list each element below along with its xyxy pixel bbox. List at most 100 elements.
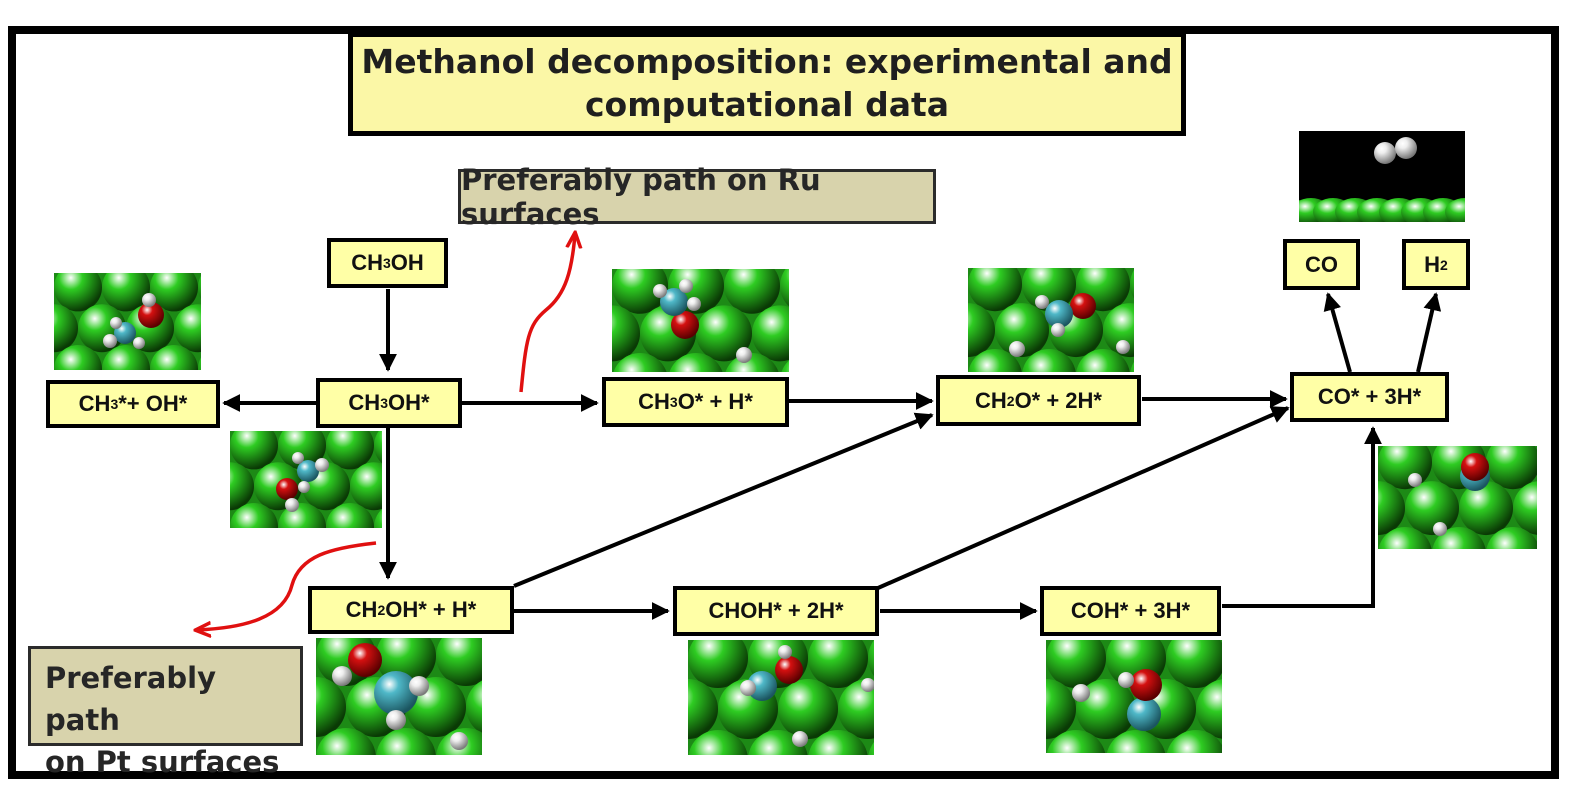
surface-atom bbox=[230, 503, 278, 528]
carbon-atom bbox=[660, 288, 688, 316]
surface-atom bbox=[688, 640, 748, 688]
surface-atom bbox=[1130, 270, 1134, 299]
snapshot-coh-3h bbox=[1046, 640, 1222, 753]
snapshot-ch3o-h bbox=[612, 269, 789, 372]
arrow-ch2oh-to-ch2o bbox=[513, 412, 934, 588]
hydrogen-atom bbox=[1051, 323, 1065, 337]
hydrogen-atom bbox=[687, 297, 701, 311]
oxygen-atom bbox=[775, 656, 803, 684]
surface-atom bbox=[150, 345, 198, 370]
oxygen-atom bbox=[1070, 293, 1096, 319]
pt-note-line-2: on Pt surfaces bbox=[45, 745, 280, 779]
surface-atom bbox=[374, 509, 382, 528]
surface-atom bbox=[1378, 527, 1432, 549]
oxygen-atom bbox=[671, 311, 699, 339]
surface-atom bbox=[868, 742, 874, 755]
surface-atom bbox=[613, 353, 667, 372]
surface-atom bbox=[1130, 361, 1134, 372]
oxygen-atom bbox=[276, 478, 298, 500]
carbon-atom bbox=[1045, 300, 1073, 328]
oxygen-atom bbox=[138, 302, 164, 328]
arrow-co-to-co-gas bbox=[1323, 292, 1352, 373]
oxygen-atom bbox=[1130, 669, 1162, 701]
hydrogen-atom bbox=[315, 458, 329, 472]
hydrogen-atom bbox=[1395, 137, 1417, 159]
surface-atom bbox=[696, 305, 752, 362]
arrow-co-to-h2-gas bbox=[1416, 292, 1442, 373]
surface-atom bbox=[1046, 730, 1106, 753]
surface-atom bbox=[1046, 679, 1076, 739]
surface-atom bbox=[150, 273, 198, 312]
oxygen-atom bbox=[348, 643, 382, 677]
surface-atom bbox=[688, 679, 718, 739]
species-co-3h: CO* + 3H* bbox=[1290, 372, 1449, 422]
pt-note-line-1: Preferably path bbox=[45, 661, 216, 737]
hydrogen-atom bbox=[1118, 672, 1134, 688]
carbon-atom bbox=[297, 460, 319, 482]
surface-atom bbox=[968, 303, 995, 358]
ru-path-note: Preferably path on Ru surfaces bbox=[458, 163, 936, 231]
species-choh-2h: CHOH* + 2H* bbox=[673, 586, 879, 636]
arrow-choh-to-co bbox=[877, 406, 1290, 590]
hydrogen-atom bbox=[1116, 340, 1130, 354]
hydrogen-atom bbox=[332, 666, 352, 686]
surface-atom bbox=[1486, 446, 1537, 490]
surface-atom bbox=[326, 503, 374, 528]
hydrogen-atom bbox=[142, 293, 156, 307]
hydrogen-atom bbox=[110, 317, 122, 329]
surface-atom bbox=[1106, 730, 1166, 753]
surface-atom bbox=[376, 728, 436, 755]
surface-atom bbox=[54, 304, 78, 353]
species-co-gas: CO bbox=[1283, 239, 1360, 290]
surface-atom bbox=[968, 268, 1022, 312]
surface-atom bbox=[1486, 527, 1537, 549]
surface-atom bbox=[1405, 481, 1459, 536]
surface-atom bbox=[968, 349, 1022, 372]
surface-atom bbox=[808, 640, 868, 688]
hydrogen-atom bbox=[679, 279, 693, 293]
surface-atom bbox=[1166, 730, 1222, 753]
surface-atom bbox=[724, 269, 780, 314]
surface-atom bbox=[350, 462, 382, 511]
surface-atom bbox=[230, 462, 254, 511]
surface-atom bbox=[781, 360, 789, 372]
surface-atom bbox=[102, 345, 150, 370]
surface-atom bbox=[1445, 198, 1465, 222]
arrow-coh-to-co bbox=[1222, 426, 1382, 608]
hydrogen-atom bbox=[778, 645, 792, 659]
surface-atom bbox=[995, 303, 1049, 358]
hydrogen-atom bbox=[740, 680, 756, 696]
surface-atom bbox=[1513, 481, 1537, 535]
surface-atom bbox=[230, 431, 278, 470]
surface-atom bbox=[1046, 640, 1106, 688]
hydrogen-atom bbox=[292, 452, 304, 464]
hydrogen-atom bbox=[653, 284, 667, 298]
surface-atom bbox=[752, 305, 789, 362]
surface-atom bbox=[688, 730, 748, 755]
hydrogen-atom bbox=[1408, 473, 1422, 487]
hydrogen-atom bbox=[1374, 142, 1396, 164]
surface-atom bbox=[1076, 679, 1136, 739]
surface-atom bbox=[316, 677, 346, 737]
surface-atom bbox=[278, 431, 326, 470]
hydrogen-atom bbox=[1009, 341, 1025, 357]
snapshot-ch3oh-ads bbox=[230, 431, 382, 528]
surface-atom bbox=[612, 305, 640, 362]
hydrogen-atom bbox=[792, 731, 808, 747]
surface-atom bbox=[868, 640, 874, 676]
hydrogen-atom bbox=[1072, 684, 1090, 702]
carbon-atom bbox=[1127, 697, 1161, 731]
surface-atom bbox=[780, 269, 789, 307]
surface-atom bbox=[1022, 349, 1076, 372]
hydrogen-atom bbox=[285, 498, 299, 512]
surface-atom bbox=[1459, 481, 1513, 536]
pt-path-note: Preferably path on Pt surfaces bbox=[28, 646, 303, 779]
carbon-atom bbox=[374, 671, 418, 715]
surface-atom bbox=[838, 679, 874, 739]
snapshot-ch2oh-h bbox=[316, 638, 482, 755]
surface-atom bbox=[466, 680, 482, 734]
surface-atom bbox=[374, 431, 382, 464]
